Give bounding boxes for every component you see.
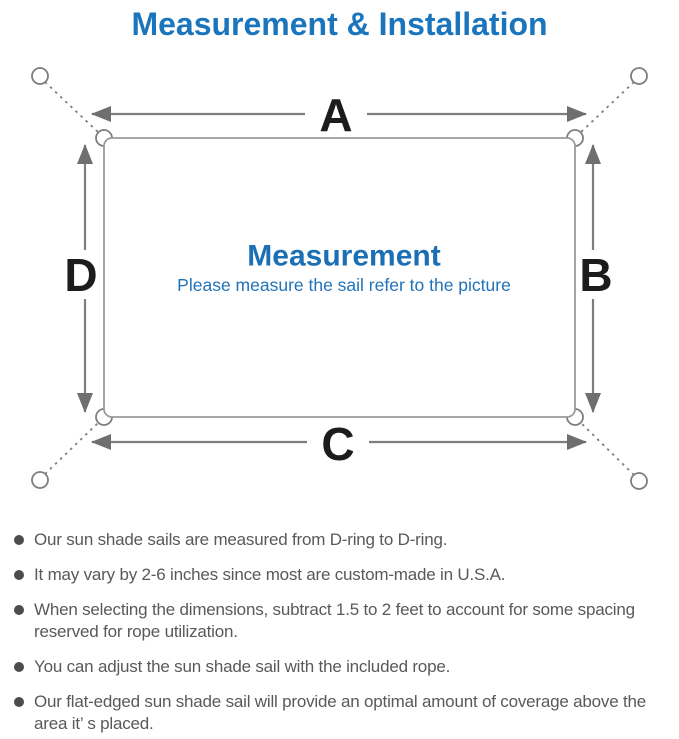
product-instruction-page: Measurement & Installation A C bbox=[0, 5, 679, 739]
note-text: It may vary by 2-6 inches since most are… bbox=[34, 565, 506, 584]
note-text: When selecting the dimensions, subtract … bbox=[34, 600, 635, 641]
note-item: Our sun shade sails are measured from D-… bbox=[12, 529, 677, 551]
bullet-dot bbox=[14, 697, 24, 707]
sail-rectangle bbox=[103, 137, 576, 418]
measurement-diagram: A C D B Measurement Please measure the s… bbox=[31, 67, 648, 490]
notes-list: Our sun shade sails are measured from D-… bbox=[12, 529, 677, 735]
anchor-point-bottom-right bbox=[630, 472, 648, 490]
bullet-dot bbox=[14, 570, 24, 580]
page-title: Measurement & Installation bbox=[131, 6, 548, 42]
note-item: When selecting the dimensions, subtract … bbox=[12, 599, 677, 643]
anchor-point-top-right bbox=[630, 67, 648, 85]
bullet-dot bbox=[14, 662, 24, 672]
rope-dash-top-left bbox=[44, 81, 100, 134]
bullet-dot bbox=[14, 605, 24, 615]
dimension-label-b: B bbox=[579, 249, 612, 301]
dimension-label-a: A bbox=[319, 89, 352, 141]
rope-dash-bottom-right bbox=[579, 421, 635, 476]
note-item: Our flat-edged sun shade sail will provi… bbox=[12, 691, 677, 735]
anchor-point-top-left bbox=[31, 67, 49, 85]
dimension-label-c: C bbox=[321, 418, 354, 470]
diagram-center-subheading: Please measure the sail refer to the pic… bbox=[177, 275, 511, 295]
rope-dash-top-right bbox=[579, 81, 635, 134]
note-item: You can adjust the sun shade sail with t… bbox=[12, 656, 677, 678]
rope-dash-bottom-left bbox=[44, 421, 100, 475]
note-text: You can adjust the sun shade sail with t… bbox=[34, 657, 451, 676]
bullet-dot bbox=[14, 535, 24, 545]
diagram-center-heading: Measurement bbox=[247, 240, 440, 273]
dimension-label-d: D bbox=[64, 249, 97, 301]
anchor-point-bottom-left bbox=[31, 471, 49, 489]
note-text: Our flat-edged sun shade sail will provi… bbox=[34, 692, 647, 733]
note-item: It may vary by 2-6 inches since most are… bbox=[12, 564, 677, 586]
note-text: Our sun shade sails are measured from D-… bbox=[34, 530, 448, 549]
